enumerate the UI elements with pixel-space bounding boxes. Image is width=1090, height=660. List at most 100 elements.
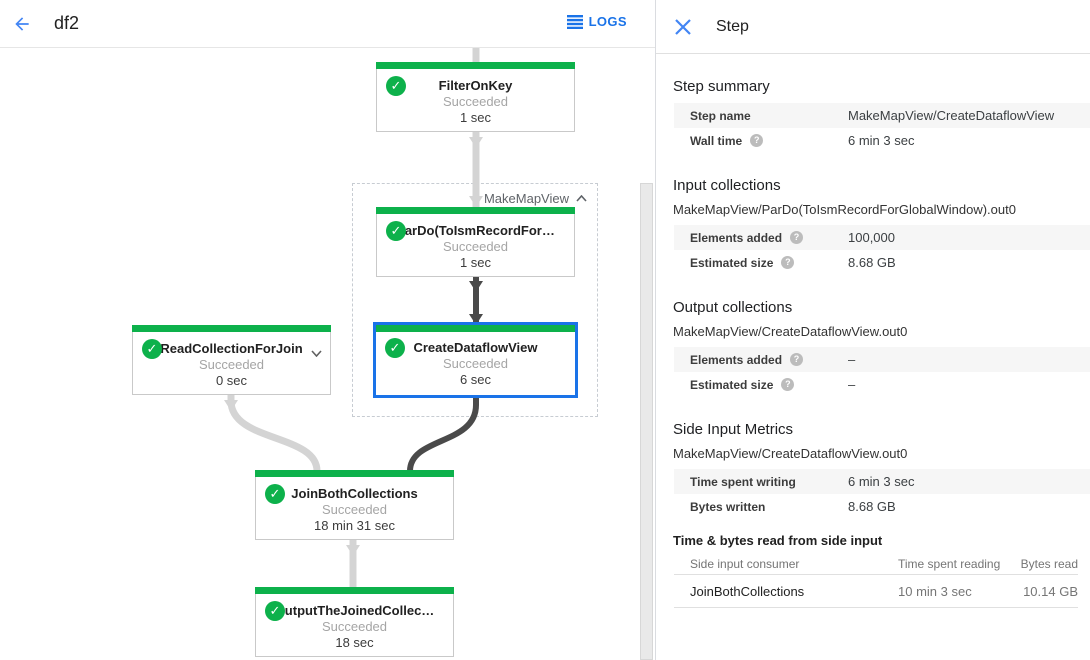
node-status: Succeeded xyxy=(442,356,509,371)
cell-bytes-read: 10.14 GB xyxy=(1023,583,1078,599)
kv-value: 8.68 GB xyxy=(848,499,896,514)
success-check-icon xyxy=(385,338,405,358)
node-status: Succeeded xyxy=(321,619,388,634)
help-icon[interactable] xyxy=(790,231,804,244)
node-time: 18 sec xyxy=(335,635,374,650)
kv-row-estimated-size: Estimated size – xyxy=(674,372,1090,397)
node-status-bar xyxy=(376,325,575,332)
table-row: JoinBothCollections 10 min 3 sec 10.14 G… xyxy=(674,575,1078,608)
node-status-bar xyxy=(132,325,331,332)
step-node-outputthejoined[interactable]: OutputTheJoinedCollec… Succeeded 18 sec xyxy=(255,587,454,657)
kv-label: Elements added xyxy=(690,230,783,245)
chevron-down-icon xyxy=(311,350,322,358)
back-button[interactable] xyxy=(10,12,34,36)
kv-value: 100,000 xyxy=(848,230,895,245)
side-input-collection-name: MakeMapView/CreateDataflowView.out0 xyxy=(673,446,908,461)
step-summary-rows: Step name MakeMapView/CreateDataflowView… xyxy=(674,103,1090,153)
node-time: 0 sec xyxy=(215,373,248,388)
success-check-icon xyxy=(386,221,406,241)
kv-row-wall-time: Wall time 6 min 3 sec xyxy=(674,128,1090,153)
kv-label: Step name xyxy=(690,108,751,123)
job-title: df2 xyxy=(54,13,80,33)
node-time: 18 min 31 sec xyxy=(314,518,395,533)
graph-header: df2 LOGS xyxy=(0,0,655,48)
kv-row-step-name: Step name MakeMapView/CreateDataflowView xyxy=(674,103,1090,128)
cell-consumer: JoinBothCollections xyxy=(690,583,805,599)
col-side-input-consumer: Side input consumer xyxy=(690,556,800,571)
node-time: 1 sec xyxy=(459,110,492,125)
node-title: CreateDataflowView xyxy=(413,340,538,355)
kv-row-estimated-size: Estimated size 8.68 GB xyxy=(674,250,1090,275)
chevron-up-icon xyxy=(576,195,587,202)
graph-edges xyxy=(224,48,483,588)
node-title: ReadCollectionForJoin xyxy=(160,341,303,356)
node-time: 6 sec xyxy=(459,372,492,387)
close-panel-button[interactable] xyxy=(673,17,693,37)
panel-header: Step xyxy=(656,0,1090,54)
graph-canvas: MakeMapView xyxy=(0,48,655,660)
input-collections-rows: Elements added 100,000 Estimated size 8.… xyxy=(674,225,1090,275)
group-collapse-toggle[interactable]: MakeMapView xyxy=(484,191,587,206)
node-title: OutputTheJoinedCollec… xyxy=(274,603,435,618)
node-status-bar xyxy=(255,470,454,477)
col-time-spent-reading: Time spent reading xyxy=(898,556,1001,571)
kv-value: – xyxy=(848,377,856,392)
arrow-back-icon xyxy=(15,16,29,31)
node-status: Succeeded xyxy=(198,357,265,372)
side-input-table: Side input consumer Time spent reading B… xyxy=(674,553,1078,608)
kv-label: Time spent writing xyxy=(690,474,796,489)
kv-label: Bytes written xyxy=(690,499,766,514)
step-detail-panel: Step Step summary Step name MakeMapView/… xyxy=(656,0,1090,660)
help-icon[interactable] xyxy=(781,256,795,269)
kv-row-elements-added: Elements added – xyxy=(674,347,1090,372)
node-title: JoinBothCollections xyxy=(291,486,418,501)
step-node-joinbothcollections[interactable]: JoinBothCollections Succeeded 18 min 31 … xyxy=(255,470,454,540)
kv-row-elements-added: Elements added 100,000 xyxy=(674,225,1090,250)
kv-label: Estimated size xyxy=(690,377,774,392)
side-input-metrics-rows: Time spent writing 6 min 3 sec Bytes wri… xyxy=(674,469,1090,519)
node-status-bar xyxy=(376,62,575,69)
node-status-bar xyxy=(376,207,575,214)
help-icon[interactable] xyxy=(790,353,804,366)
side-input-metrics-heading: Side Input Metrics xyxy=(673,421,794,438)
close-icon xyxy=(675,18,691,35)
step-node-filteronkey[interactable]: FilterOnKey Succeeded 1 sec xyxy=(376,62,575,132)
node-status: Succeeded xyxy=(442,94,509,109)
kv-row-time-spent-writing: Time spent writing 6 min 3 sec xyxy=(674,469,1090,494)
output-collection-name: MakeMapView/CreateDataflowView.out0 xyxy=(673,324,908,339)
success-check-icon xyxy=(386,76,406,96)
cell-time-reading: 10 min 3 sec xyxy=(898,583,972,599)
input-collections-heading: Input collections xyxy=(673,177,781,194)
graph-pane: df2 LOGS MakeMapView xyxy=(0,0,656,660)
node-status: Succeeded xyxy=(442,239,509,254)
logs-button-label: LOGS xyxy=(588,14,627,29)
input-collection-name: MakeMapView/ParDo(ToIsmRecordForGlobalWi… xyxy=(673,202,1016,217)
node-status-bar xyxy=(255,587,454,594)
table-header-row: Side input consumer Time spent reading B… xyxy=(674,553,1078,575)
node-expand-toggle[interactable] xyxy=(311,344,322,362)
step-node-createdataflowview-selected[interactable]: CreateDataflowView Succeeded 6 sec xyxy=(373,322,578,398)
step-node-pardo-toismrecord[interactable]: ParDo(ToIsmRecordFor… Succeeded 1 sec xyxy=(376,207,575,277)
col-bytes-read: Bytes read xyxy=(1020,556,1078,571)
group-label: MakeMapView xyxy=(483,191,569,206)
kv-value: 8.68 GB xyxy=(848,255,896,270)
logs-button[interactable]: LOGS xyxy=(566,14,627,29)
panel-title: Step xyxy=(716,17,749,35)
help-icon[interactable] xyxy=(750,134,764,147)
kv-label: Wall time xyxy=(690,133,743,148)
help-icon[interactable] xyxy=(781,378,795,391)
kv-value: – xyxy=(848,352,856,367)
success-check-icon xyxy=(142,339,162,359)
success-check-icon xyxy=(265,484,285,504)
kv-row-bytes-written: Bytes written 8.68 GB xyxy=(674,494,1090,519)
output-collections-heading: Output collections xyxy=(673,299,793,316)
step-node-readcollectionforjoin[interactable]: ReadCollectionForJoin Succeeded 0 sec xyxy=(132,325,331,395)
kv-value: MakeMapView/CreateDataflowView xyxy=(848,108,1055,123)
node-status: Succeeded xyxy=(321,502,388,517)
side-input-table-heading: Time & bytes read from side input xyxy=(673,533,883,548)
logs-list-icon xyxy=(566,14,583,29)
output-collections-rows: Elements added – Estimated size – xyxy=(674,347,1090,397)
step-summary-heading: Step summary xyxy=(673,78,770,95)
graph-scrollbar[interactable] xyxy=(640,183,653,660)
